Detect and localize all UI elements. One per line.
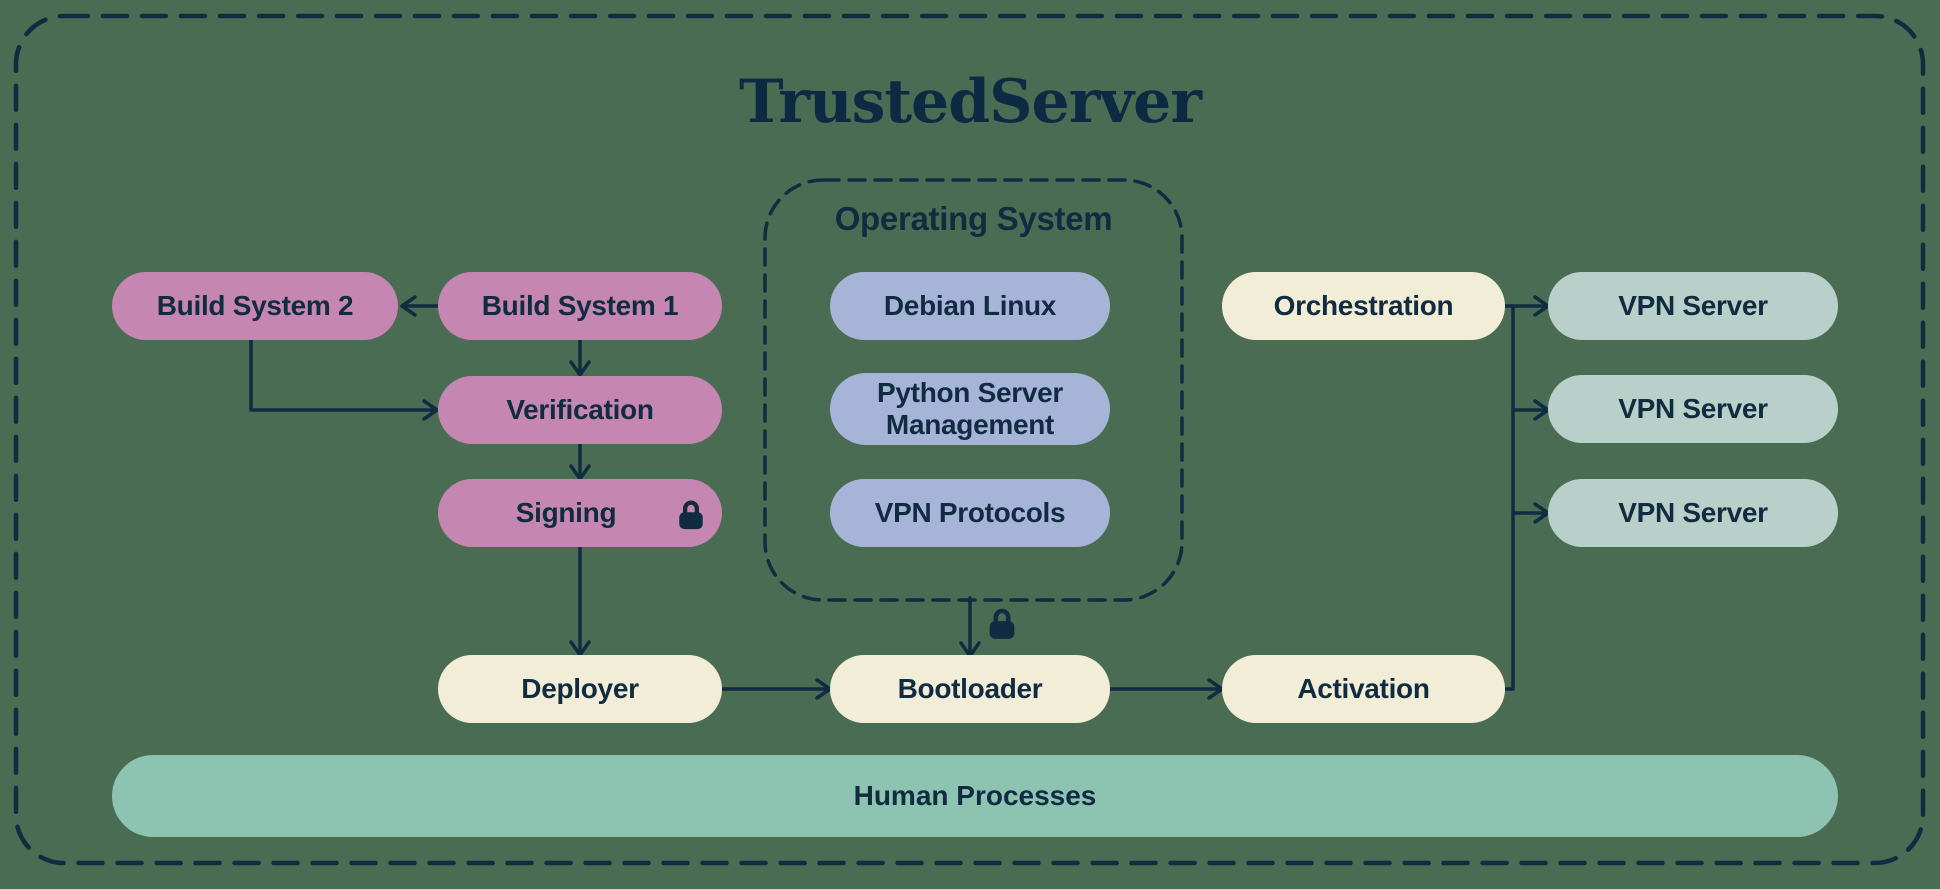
- node-build-system-2: Build System 2: [112, 272, 398, 340]
- node-label: Verification: [506, 393, 654, 425]
- node-label: Deployer: [521, 672, 639, 704]
- node-label: Debian Linux: [883, 289, 1057, 321]
- edge-trunk-to-vpnserver3: [1511, 502, 1550, 524]
- diagram-title: TrustedServer: [739, 67, 1202, 137]
- node-label: Activation: [1297, 672, 1430, 704]
- node-vpn-server-1: VPN Server: [1548, 272, 1838, 340]
- node-bootloader: Bootloader: [830, 655, 1110, 723]
- lock-icon: [679, 500, 703, 530]
- edge-bootloader-to-activation: [1108, 678, 1224, 700]
- node-verification: Verification: [438, 376, 722, 444]
- node-label: Build System 2: [156, 289, 354, 321]
- edge-trunk-to-vpnserver2: [1511, 399, 1550, 421]
- node-label: Bootloader: [897, 672, 1043, 704]
- node-build-system-1: Build System 1: [438, 272, 722, 340]
- node-orchestration: Orchestration: [1222, 272, 1505, 340]
- node-signing: Signing: [438, 479, 722, 547]
- node-activation: Activation: [1222, 655, 1505, 723]
- node-human-processes: Human Processes: [112, 755, 1838, 837]
- node-label: Python Server Management: [877, 376, 1063, 440]
- edge-buildsystem1-to-buildsystem2: [400, 295, 440, 317]
- edge-buildsystem1-to-verification: [569, 338, 591, 377]
- node-label: Signing: [515, 496, 617, 528]
- node-vpn-server-3: VPN Server: [1548, 479, 1838, 547]
- edge-signing-to-deployer: [569, 545, 591, 657]
- node-label: Orchestration: [1273, 289, 1454, 321]
- edge-verification-to-signing: [569, 442, 591, 481]
- edge-buildsystem2-to-verification: [249, 338, 439, 421]
- node-label: VPN Server: [1618, 496, 1768, 528]
- node-label: VPN Server: [1618, 289, 1768, 321]
- edge-deployer-to-bootloader: [720, 678, 832, 700]
- os-group-dashed-border: [763, 178, 1184, 602]
- edge-os-to-bootloader: [959, 596, 981, 658]
- edge-activation-trunk: [1503, 304, 1515, 691]
- node-vpn-server-2: VPN Server: [1548, 375, 1838, 443]
- node-deployer: Deployer: [438, 655, 722, 723]
- node-label: Build System 1: [481, 289, 679, 321]
- node-python-server-management: Python Server Management: [830, 373, 1110, 445]
- outer-dashed-border: [13, 13, 1926, 866]
- node-label: Human Processes: [853, 780, 1097, 811]
- node-debian-linux: Debian Linux: [830, 272, 1110, 340]
- node-vpn-protocols: VPN Protocols: [830, 479, 1110, 547]
- node-label: VPN Server: [1618, 392, 1768, 424]
- os-group-title: Operating System: [834, 200, 1113, 237]
- lock-icon: [989, 608, 1015, 639]
- node-label: VPN Protocols: [874, 496, 1066, 528]
